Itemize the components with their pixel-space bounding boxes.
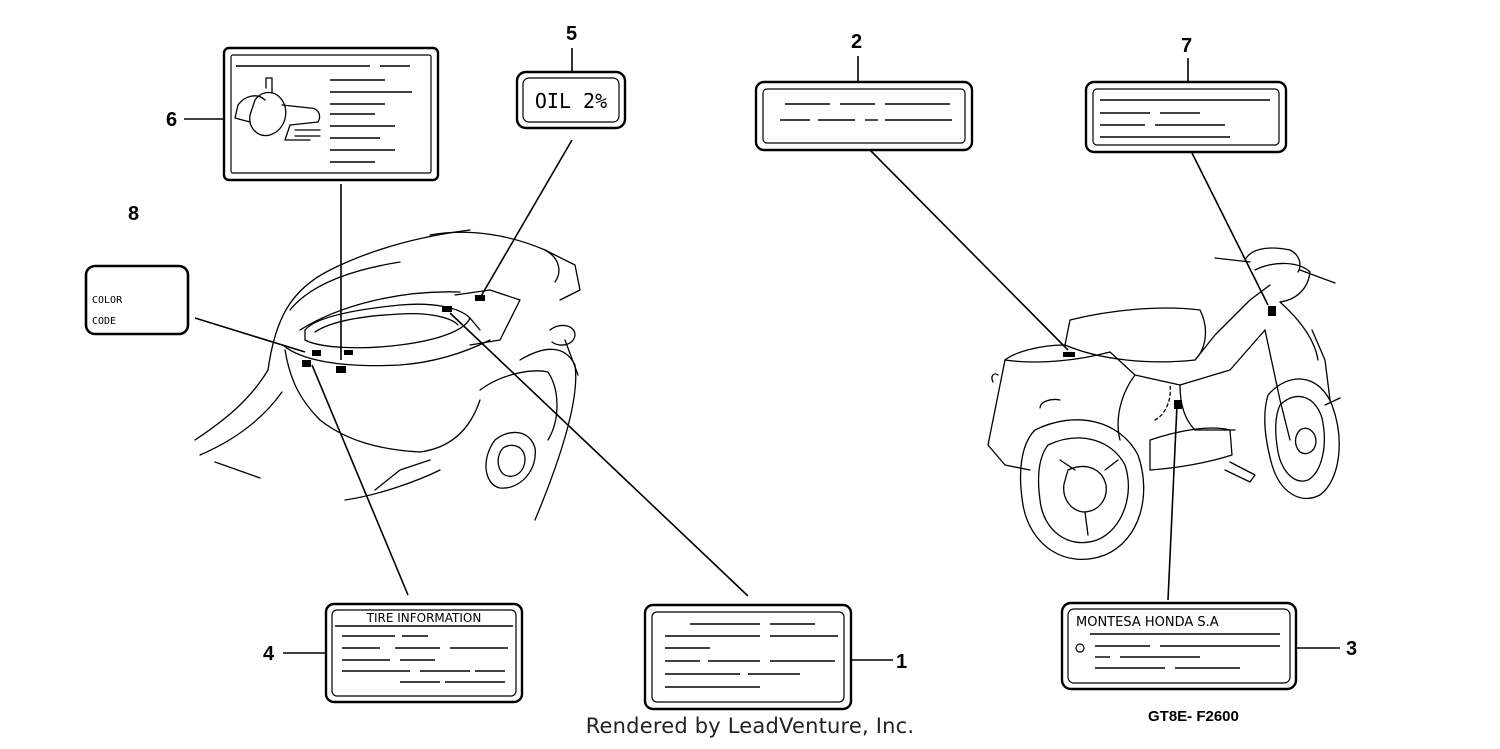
label-3-manufacturer-plate: MONTESA HONDA S.A [1060,601,1298,691]
label-6-warning-panel [222,46,440,182]
label-1-storage-panel [643,603,853,711]
scooter-full-view [987,247,1341,560]
decal-markers-right [1063,306,1276,409]
callout-3: 3 [1346,638,1357,660]
diagram-code: GT8E- F2600 [1148,708,1239,725]
tire-info-title: TIRE INFORMATION [366,611,482,625]
callout-2: 2 [851,31,862,53]
scooter-rear-closeup [194,229,581,521]
callout-8: 8 [128,203,139,225]
maker-text: MONTESA HONDA S.A [1076,615,1219,630]
label-4-tire-information: TIRE INFORMATION [324,602,524,704]
label-2-seat-panel [754,80,974,152]
decal-markers-left [302,295,485,373]
callout-5: 5 [566,23,577,45]
callout-4: 4 [263,643,275,665]
code-text: CODE [92,316,116,327]
callout-6: 6 [166,109,177,131]
label-7-front-panel [1084,80,1288,154]
label-8-color-code: COLOR CODE [84,264,190,336]
leader-lines [184,48,1340,661]
mounting-hole [1075,643,1085,653]
callout-7: 7 [1181,35,1192,57]
oil-ratio-text: OIL 2% [535,89,607,113]
footer-credit: Rendered by LeadVenture, Inc. [585,714,915,738]
label-5-oil: OIL 2% [515,70,627,130]
callout-1: 1 [896,651,907,673]
color-text: COLOR [92,295,123,306]
